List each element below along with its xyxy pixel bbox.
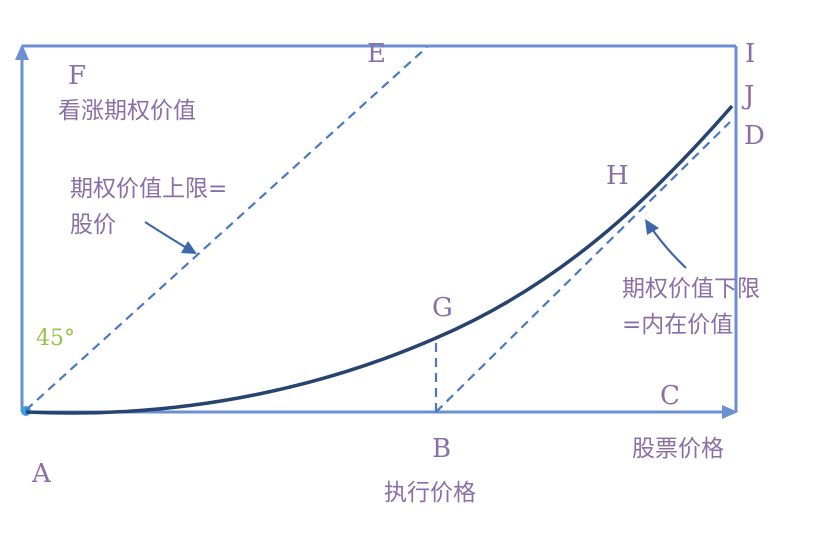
point-j-label: J (741, 81, 754, 111)
x-axis-arrow (722, 405, 738, 419)
lower-bound-line (435, 121, 731, 413)
point-f-label: F (68, 61, 86, 91)
upper-bound-pointer-head (181, 241, 197, 254)
point-i-label: I (745, 39, 755, 69)
upper-bound-label-line2: 股价 (70, 212, 116, 238)
lower-bound-label-line1: 期权价值下限 (622, 276, 760, 302)
lower-bound-pointer (649, 225, 687, 269)
strike-price-label: 执行价格 (384, 480, 476, 506)
y-axis-label: 看涨期权价值 (58, 98, 196, 124)
point-h-label: H (606, 161, 629, 191)
point-e-label: E (367, 39, 386, 69)
upper-bound-line (25, 46, 428, 411)
x-axis-label: 股票价格 (632, 436, 724, 462)
angle-label: 45° (36, 326, 75, 351)
point-g-label: G (432, 293, 453, 323)
upper-bound-label-line1: 期权价值上限= (70, 176, 227, 202)
lower-bound-pointer-head (645, 219, 659, 235)
option-value-curve (25, 104, 734, 415)
point-b-label: B (432, 434, 451, 464)
lower-bound-label-line2: =内在价值 (622, 312, 733, 338)
y-axis-arrow (15, 44, 29, 60)
point-d-label: D (744, 121, 765, 151)
point-c-label: C (660, 381, 680, 411)
upper-bound-pointer (144, 221, 191, 251)
point-a-label: A (31, 459, 52, 489)
